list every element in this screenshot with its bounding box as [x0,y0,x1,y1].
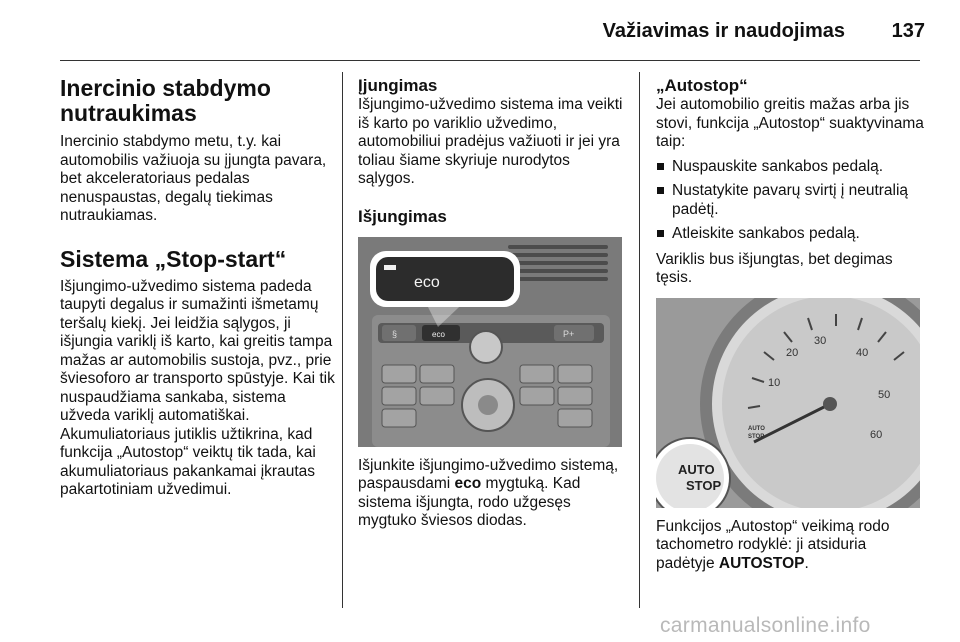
paragraph-tachometer: Funkcijos „Autostop“ veikimą rodo tachom… [656,518,926,574]
tick-label-20: 20 [786,347,798,359]
column-2: Įjungimas Išjungimo-užvedimo sistema ima… [358,76,630,531]
column-divider-2 [639,72,640,608]
paragraph-tachometer-part1: Funkcijos „Autostop“ veikimą rodo tachom… [656,517,890,572]
header-rule [60,60,920,61]
page-number: 137 [891,20,925,42]
paragraph-autostop-intro: Jei automobilio greitis mažas arba jis s… [656,96,924,150]
left-console-button [382,324,416,341]
gauge-autostop-label-line1: AUTO [748,426,765,432]
zoom-autostop-label-line1: AUTO [678,462,715,477]
center-console-eco-figure: § eco P+ eco [358,236,622,447]
running-header-title: Važiavimas ir naudojimas [602,20,845,42]
paragraph-deactivation: Išjunkite išjungimo-užvedimo sistemą, pa… [358,457,630,531]
heading-coasting-fuel-cutoff: Inercinio stabdymo nutraukimas [60,75,271,126]
right-console-button [554,324,594,341]
eco-button-zoom-label: eco [414,274,440,291]
eco-button-small [422,324,460,341]
heading-autostop: „Autostop“ [656,76,748,95]
paragraph-deactivation-part1: Išjunkite išjungimo-užvedimo sistemą, pa… [358,456,619,493]
list-item: Nustatykite pavarų svirtį į neutralią pa… [656,182,926,219]
bullet-icon [657,162,664,170]
autostop-inline: AUTOSTOP [718,554,805,572]
bullet-icon [657,187,664,194]
tick-label-30: 30 [814,335,826,347]
tick-label-40: 40 [856,347,868,359]
tick-label-10: 10 [768,377,780,389]
column-1: Inercinio stabdymo nutraukimas Inercinio… [60,76,336,500]
column-3: „Autostop“ Jei automobilio greitis mažas… [656,76,926,573]
paragraph-coasting: Inercinio stabdymo metu, t.y. kai automo… [60,133,327,224]
autostop-steps-list: Nuspauskite sankabos pedalą. Nustatykite… [656,158,926,244]
paragraph-engine-off: Variklis bus išjungtas, bet degimas tęsi… [656,250,893,287]
heading-stop-start-system: Sistema „Stop-start“ [60,245,287,272]
paragraph-deactivation-part2: mygtuką. Kad sistema išjungta, rodo užge… [358,475,581,529]
paragraph-stop-start: Išjungimo-užvedimo sistema padeda taupyt… [60,277,335,499]
gauge-autostop-label-line2: STOP [748,434,764,440]
right-console-button-label: P+ [563,329,574,339]
paragraph-tachometer-part2: . [804,554,809,572]
heading-activation: Įjungimas [358,76,438,95]
heading-deactivation: Išjungimas [358,206,447,226]
tick-label-60: 60 [870,429,882,441]
list-item: Atleiskite sankabos pedalą. [656,225,926,244]
watermark-text: carmanualsonline.info [660,614,871,637]
bullet-icon [657,230,664,237]
column-divider-1 [342,72,343,608]
list-item: Nuspauskite sankabos pedalą. [656,158,926,177]
eco-button-small-label: eco [432,330,445,339]
eco-inline: eco [454,475,482,492]
left-console-button-label: § [392,329,397,339]
paragraph-activation: Išjungimo-užvedimo sistema ima veikti iš… [358,96,623,187]
tachometer-autostop-figure: 10 20 30 40 50 60 AUTO STOP AUTO STOP [656,297,920,508]
zoom-autostop-label-line2: STOP [686,478,721,493]
tick-label-50: 50 [878,389,890,401]
